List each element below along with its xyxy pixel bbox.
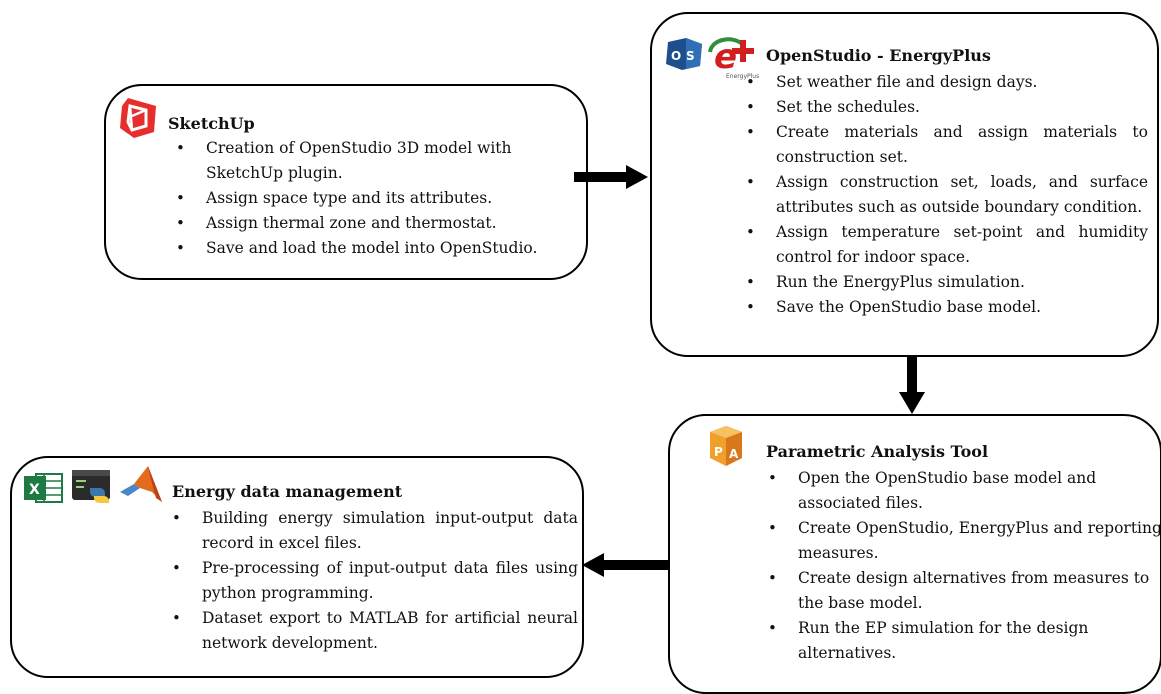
svg-text:A: A (729, 447, 739, 461)
list-item: Run the EnergyPlus simulation. (740, 270, 1148, 295)
list-item: Open the OpenStudio base model and assoc… (762, 466, 1161, 516)
parametric-list: Open the OpenStudio base model and assoc… (762, 466, 1161, 666)
list-item: Assign thermal zone and thermostat. (170, 211, 570, 236)
list-item: Assign temperature set-point and humidit… (740, 220, 1148, 270)
sketchup-title: SketchUp (168, 114, 255, 133)
arrow-right (574, 165, 648, 189)
parametric-title: Parametric Analysis Tool (766, 442, 989, 461)
list-item: Create OpenStudio, EnergyPlus and report… (762, 516, 1161, 566)
list-item: Assign construction set, loads, and surf… (740, 170, 1148, 220)
svg-text:S: S (686, 49, 695, 63)
svg-text:X: X (29, 482, 40, 498)
svg-text:O: O (671, 49, 681, 63)
energy-data-list: Building energy simulation input-output … (166, 506, 578, 656)
excel-icon: X (24, 470, 64, 510)
svg-text:P: P (714, 445, 723, 459)
matlab-icon (118, 462, 166, 510)
list-item: Dataset export to MATLAB for artificial … (166, 606, 578, 656)
list-item: Set weather file and design days. (740, 70, 1148, 95)
arrow-left (582, 553, 670, 577)
list-item: Assign space type and its attributes. (170, 186, 570, 211)
openstudio-icon: O S (664, 36, 704, 76)
sketchup-icon (116, 96, 160, 144)
list-item: Save and load the model into OpenStudio. (170, 236, 570, 261)
list-item: Create design alternatives from measures… (762, 566, 1161, 616)
sketchup-list: Creation of OpenStudio 3D model with Ske… (170, 136, 570, 261)
parametric-analysis-tool-icon: P A (704, 424, 748, 472)
list-item: Creation of OpenStudio 3D model with Ske… (170, 136, 570, 186)
list-item: Create materials and assign materials to… (740, 120, 1148, 170)
svg-text:e: e (714, 37, 737, 77)
list-item: Save the OpenStudio base model. (740, 295, 1148, 320)
list-item: Run the EP simulation for the design alt… (762, 616, 1161, 666)
python-icon (72, 468, 112, 510)
list-item: Building energy simulation input-output … (166, 506, 578, 556)
list-item: Set the schedules. (740, 95, 1148, 120)
openstudio-title: OpenStudio - EnergyPlus (766, 46, 991, 65)
openstudio-list: Set weather file and design days. Set th… (740, 70, 1148, 320)
list-item: Pre-processing of input-output data file… (166, 556, 578, 606)
arrow-down (899, 356, 925, 414)
energy-data-title: Energy data management (172, 482, 403, 501)
